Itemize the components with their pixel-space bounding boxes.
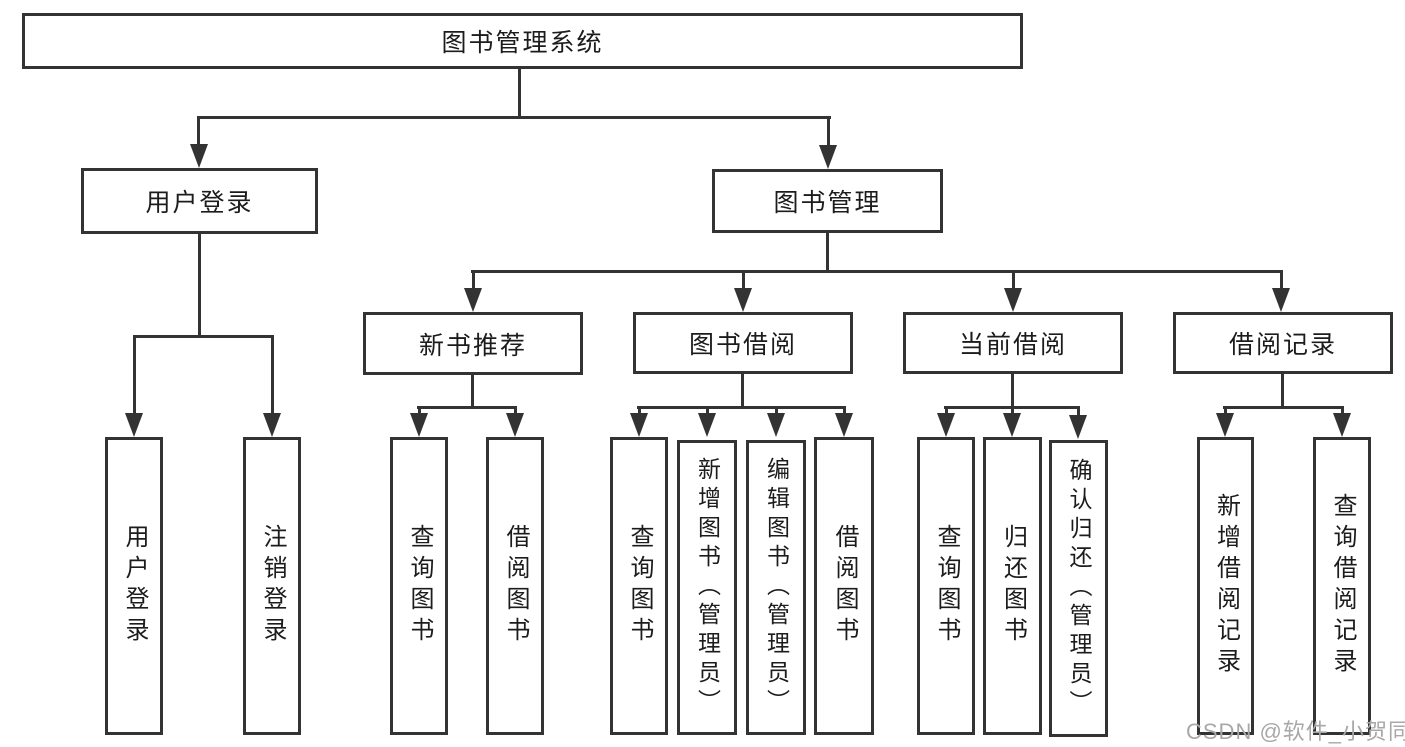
node-book-borrow: 图书借阅 xyxy=(633,312,853,374)
arrowhead-icon-bb-query xyxy=(630,413,648,437)
edge-book-mgmt-hbar xyxy=(471,270,1283,273)
edge-to-leaf-cb-confirm xyxy=(1077,409,1080,416)
leaf-current-return-books-label: 归还图书 xyxy=(999,524,1027,648)
leaf-current-confirm-return-admin-label: 确认归还（管理员） xyxy=(1066,458,1092,719)
node-root: 图书管理系统 xyxy=(22,13,1023,69)
leaf-borrow-add-books-admin: 新增图书（管理员） xyxy=(677,440,737,735)
arrowhead-icon-cb-query xyxy=(937,413,955,437)
edge-current-borrow-hbar xyxy=(944,406,1080,409)
leaf-record-query-borrow-record: 查询借阅记录 xyxy=(1313,437,1371,735)
node-user-login: 用户登录 xyxy=(81,168,318,234)
edge-to-leaf-user-login xyxy=(133,338,136,415)
node-book-mgmt: 图书管理 xyxy=(712,169,943,233)
edge-book-mgmt-stem xyxy=(826,233,829,273)
leaf-current-confirm-return-admin: 确认归还（管理员） xyxy=(1049,440,1108,737)
edge-current-borrow-stem xyxy=(1011,374,1014,409)
edge-root-to-book-mgmt xyxy=(827,119,830,147)
arrowhead-icon-br-add xyxy=(1216,413,1234,437)
node-book-borrow-label: 图书借阅 xyxy=(688,331,797,359)
node-borrow-record: 借阅记录 xyxy=(1173,312,1393,374)
arrowhead-icon-bb-add xyxy=(698,413,716,437)
leaf-newbook-borrow-books-label: 借阅图书 xyxy=(502,524,529,648)
leaf-newbook-query-books: 查询图书 xyxy=(390,437,448,735)
arrowhead-icon-cb-confirm xyxy=(1069,415,1087,439)
leaf-current-query-books-label: 查询图书 xyxy=(933,524,960,648)
edge-to-leaf-bb-edit xyxy=(775,409,778,416)
edge-root-hbar xyxy=(197,116,831,119)
leaf-current-query-books: 查询图书 xyxy=(917,437,975,735)
edge-borrow-record-hbar xyxy=(1223,406,1344,409)
leaf-current-return-books: 归还图书 xyxy=(983,437,1042,735)
csdn-watermark: CSDN @软件_小贺同学 xyxy=(1186,719,1405,744)
leaf-borrow-edit-books-admin: 编辑图书（管理员） xyxy=(746,440,806,735)
arrowhead-icon-br-query xyxy=(1333,413,1351,437)
leaf-user-login-label: 用户登录 xyxy=(121,524,148,648)
edge-to-leaf-newbook-query xyxy=(418,409,421,416)
arrowhead-icon-newbook-query xyxy=(410,413,428,437)
leaf-record-add-borrow-record: 新增借阅记录 xyxy=(1197,437,1254,735)
edge-to-leaf-newbook-borrow xyxy=(514,409,517,416)
leaf-logout-login-label: 注销登录 xyxy=(259,524,286,648)
node-user-login-label: 用户登录 xyxy=(145,189,254,217)
leaf-borrow-borrow-books-label: 借阅图书 xyxy=(831,524,858,648)
leaf-borrow-edit-books-admin-label: 编辑图书（管理员） xyxy=(763,457,790,718)
leaf-borrow-query-books: 查询图书 xyxy=(610,437,668,735)
arrowhead-icon-current-borrow xyxy=(1004,288,1022,312)
edge-to-book-borrow xyxy=(742,273,745,291)
leaf-record-add-borrow-record-label: 新增借阅记录 xyxy=(1212,493,1240,679)
node-new-book-rec-label: 新书推荐 xyxy=(418,331,527,360)
edge-to-leaf-logout-login xyxy=(271,338,274,415)
edge-new-book-hbar xyxy=(417,406,517,409)
edge-borrow-record-stem xyxy=(1281,374,1284,409)
node-new-book-rec: 新书推荐 xyxy=(363,312,583,375)
node-current-borrow-label: 当前借阅 xyxy=(958,331,1067,359)
leaf-newbook-borrow-books: 借阅图书 xyxy=(486,437,544,735)
edge-book-borrow-hbar xyxy=(637,406,846,409)
node-current-borrow: 当前借阅 xyxy=(903,312,1123,374)
edge-user-login-stem xyxy=(198,234,201,338)
edge-to-leaf-bb-add xyxy=(706,409,709,416)
arrowhead-icon-newbook-borrow xyxy=(506,413,524,437)
edge-to-leaf-cb-query xyxy=(945,409,948,416)
arrowhead-icon-book-mgmt xyxy=(819,145,837,169)
edge-to-new-book-rec xyxy=(472,273,475,291)
edge-to-leaf-br-query xyxy=(1341,409,1344,416)
leaf-borrow-add-books-admin-label: 新增图书（管理员） xyxy=(694,457,721,718)
leaf-borrow-query-books-label: 查询图书 xyxy=(626,524,653,648)
arrowhead-icon-bb-borrow xyxy=(835,413,853,437)
arrowhead-icon-borrow-record xyxy=(1272,288,1290,312)
edge-to-leaf-bb-borrow xyxy=(843,409,846,416)
edge-to-leaf-cb-return xyxy=(1011,409,1014,416)
arrowhead-icon-leaf-logout-login xyxy=(263,413,281,437)
leaf-record-query-borrow-record-label: 查询借阅记录 xyxy=(1329,493,1356,679)
edge-new-book-stem xyxy=(471,375,474,409)
edge-user-login-hbar xyxy=(133,335,274,338)
edge-root-stem xyxy=(518,69,521,118)
arrowhead-icon-user-login xyxy=(190,144,208,168)
edge-book-borrow-stem xyxy=(741,374,744,409)
arrowhead-icon-new-book-rec xyxy=(464,288,482,312)
arrowhead-icon-book-borrow xyxy=(734,288,752,312)
arrowhead-icon-bb-edit xyxy=(767,413,785,437)
leaf-newbook-query-books-label: 查询图书 xyxy=(406,524,433,648)
leaf-user-login: 用户登录 xyxy=(105,437,163,735)
edge-to-leaf-br-add xyxy=(1224,409,1227,416)
edge-to-leaf-bb-query xyxy=(638,409,641,416)
edge-to-borrow-record xyxy=(1280,273,1283,291)
edge-root-to-user-login xyxy=(197,119,200,146)
node-book-mgmt-label: 图书管理 xyxy=(773,189,882,217)
arrowhead-icon-cb-return xyxy=(1003,413,1021,437)
node-root-label: 图书管理系统 xyxy=(441,29,604,57)
node-borrow-record-label: 借阅记录 xyxy=(1228,331,1337,359)
arrowhead-icon-leaf-user-login xyxy=(125,413,143,437)
edge-to-current-borrow xyxy=(1012,273,1015,291)
leaf-borrow-borrow-books: 借阅图书 xyxy=(814,437,874,735)
leaf-logout-login: 注销登录 xyxy=(243,437,301,735)
